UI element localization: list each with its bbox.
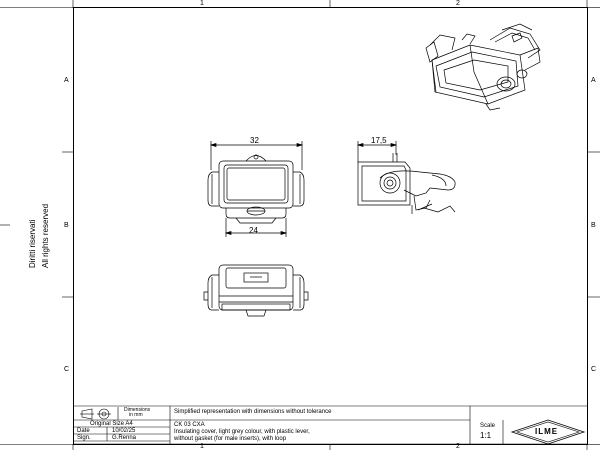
logo-text: ILME <box>535 427 559 436</box>
zone-label-left-c: C <box>64 366 70 373</box>
zone-label-right-b: B <box>591 222 596 229</box>
bottom-view <box>203 264 309 317</box>
sign-label: Sign. <box>77 434 91 441</box>
side-text-diritti: Diritti riservati <box>28 219 37 268</box>
dimension-front-width-top: 32 <box>250 136 259 145</box>
zone-label-top-1: 1 <box>200 0 204 7</box>
zone-label-top-2: 2 <box>456 0 460 7</box>
dimension-side-depth: 17,5 <box>371 136 387 145</box>
ilme-logo-icon <box>510 419 586 445</box>
front-view <box>207 141 305 237</box>
zone-label-bottom-1: 1 <box>200 443 204 450</box>
units-label-mm: in mm <box>129 412 143 418</box>
side-view <box>356 141 456 214</box>
dimension-front-width-bottom: 24 <box>249 226 258 235</box>
description-line-1: Insulating cover, light grey colour, wit… <box>174 428 310 435</box>
zone-label-right-a: A <box>591 77 596 84</box>
zone-label-bottom-2: 2 <box>456 443 460 450</box>
isometric-view <box>425 23 541 111</box>
date-label: Date <box>77 427 90 434</box>
date-value: 10/02/25 <box>112 427 136 434</box>
sign-value: G.Renna <box>112 434 137 441</box>
scale-label: Scale <box>480 423 496 429</box>
original-size: Original Size A4 <box>90 420 133 427</box>
title-block-grid <box>73 405 587 445</box>
side-text-all-rights: All rights reserved <box>41 203 50 268</box>
description-line-2: without gasket (for male inserts), with … <box>174 435 287 442</box>
product-code: CK 03 CXA <box>174 421 205 428</box>
zone-label-right-c: C <box>591 366 597 373</box>
scale-value: 1:1 <box>480 431 492 440</box>
zone-label-left-b: B <box>64 222 69 229</box>
units-label-dimensions: Dimensions <box>124 407 151 413</box>
zone-label-left-a: A <box>64 77 69 84</box>
drawing-note: Simplified representation with dimension… <box>174 409 332 415</box>
projection-symbol-icon <box>80 408 111 420</box>
